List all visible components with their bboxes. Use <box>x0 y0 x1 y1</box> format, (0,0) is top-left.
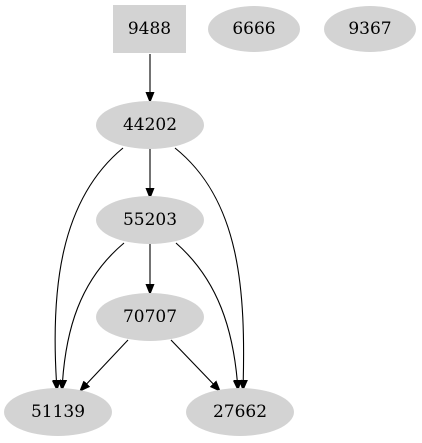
node-55203: 55203 <box>96 196 204 244</box>
node-70707-label: 70707 <box>123 307 177 327</box>
node-27662-label: 27662 <box>213 402 267 422</box>
node-44202: 44202 <box>96 101 204 149</box>
node-51139: 51139 <box>4 388 112 436</box>
node-55203-label: 55203 <box>123 210 177 230</box>
edges <box>55 54 244 391</box>
node-55203-ellipse <box>96 196 204 244</box>
node-9367-ellipse <box>324 6 416 52</box>
node-27662-ellipse <box>186 388 294 436</box>
node-44202-ellipse <box>96 101 204 149</box>
edge-55203-27662 <box>175 242 238 390</box>
node-51139-label: 51139 <box>31 402 85 422</box>
node-9367: 9367 <box>324 6 416 52</box>
node-70707-ellipse <box>96 293 204 341</box>
node-6666-ellipse <box>208 6 300 52</box>
edge-44202-27662 <box>174 147 244 390</box>
node-9488-box <box>113 5 186 53</box>
node-27662: 27662 <box>186 388 294 436</box>
edge-44202-51139 <box>55 147 124 390</box>
edge-55203-51139 <box>62 242 125 390</box>
nodes: 9488 6666 9367 44202 55203 70707 51139 <box>4 5 416 436</box>
edge-70707-51139 <box>80 339 129 391</box>
node-9488: 9488 <box>113 5 186 53</box>
node-70707: 70707 <box>96 293 204 341</box>
node-51139-ellipse <box>4 388 112 436</box>
edge-70707-27662 <box>170 339 220 391</box>
node-9367-label: 9367 <box>348 19 391 39</box>
node-44202-label: 44202 <box>123 115 177 135</box>
node-6666-label: 6666 <box>232 19 275 39</box>
node-9488-label: 9488 <box>128 19 171 39</box>
node-6666: 6666 <box>208 6 300 52</box>
